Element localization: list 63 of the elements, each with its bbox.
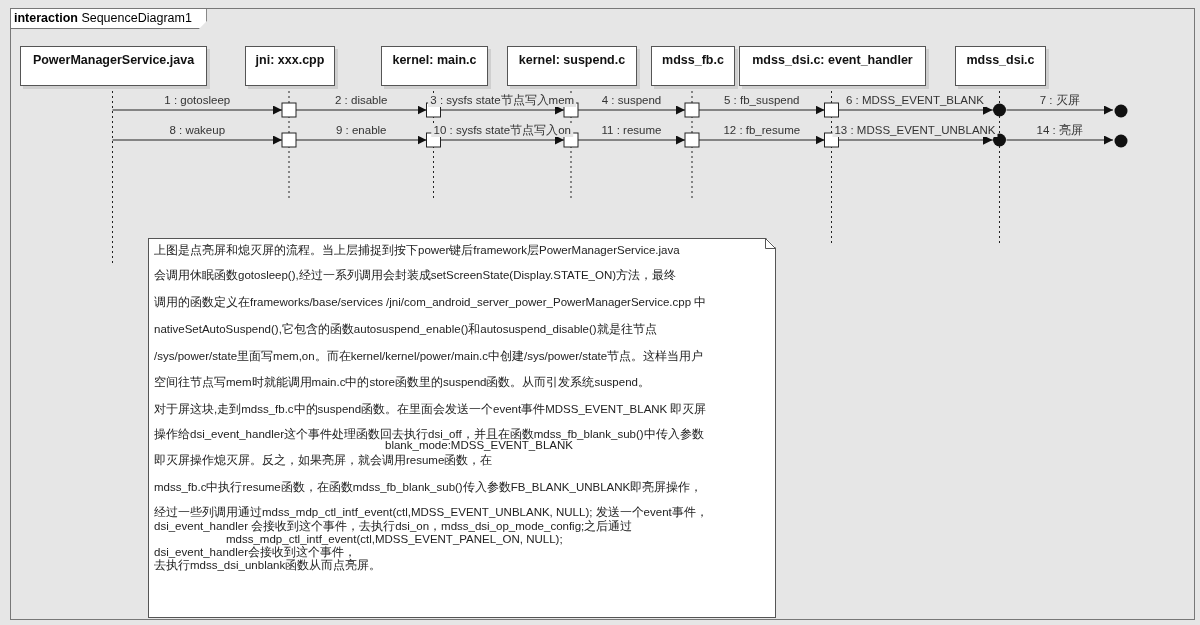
- note-text: 调用的函数定义在frameworks/base/services /jni/com_android_server_power_PowerManagerService.cpp 中: [154, 296, 707, 309]
- lifeline-head: [20, 46, 207, 86]
- end-point: [1114, 104, 1128, 118]
- message-arrow: [837, 133, 1006, 147]
- message-arrow: [837, 103, 1006, 117]
- frame: [10, 8, 1195, 620]
- note-text: /sys/power/state里面写mem,on。而在kernel/kernel/power/main.c中创建/sys/power/state节点。这样当用户: [154, 350, 704, 363]
- note-text: 去执行mdss_dsi_unblank函数从而点亮屏。: [154, 559, 382, 572]
- lifeline-title: mdss_fb.c: [661, 53, 725, 67]
- lifeline-head: [739, 46, 926, 86]
- edge-label: 8 : wakeup: [167, 124, 228, 137]
- message-arrow: [439, 105, 565, 115]
- message-arrow: [698, 105, 826, 115]
- message-arrow: [1005, 135, 1114, 145]
- lifeline-title: jni: xxx.cpp: [254, 53, 326, 67]
- message-arrow: [295, 135, 428, 145]
- note-text: dsi_event_handler 会接收到这个事件，去执行dsi_on，mdss_dsi_op_mode_config;之后通过: [154, 520, 633, 533]
- edge-label: 11 : resume: [599, 124, 664, 137]
- message-arrow: [111, 135, 283, 145]
- message-arrow: [577, 105, 686, 115]
- note-text: 对于屏这块,走到mdss_fb.c中的suspend函数。在里面会发送一个event事件MDSS_EVENT_BLANK 即灭屏: [154, 403, 707, 416]
- message-arrow: [577, 135, 686, 145]
- note-text: blank_mode:MDSS_EVENT_BLANK: [385, 439, 573, 452]
- lifeline-head: [651, 46, 735, 86]
- edge-label: 7 : 灭屏: [1037, 94, 1082, 107]
- edge-label: 4 : suspend: [599, 94, 664, 107]
- edge-label: 3 : sysfs state节点写入mem: [428, 94, 577, 107]
- note-text: mdss_mdp_ctl_intf_event(ctl,MDSS_EVENT_PANEL_ON, NULL);: [226, 533, 563, 546]
- edge-label: 13 : MDSS_EVENT_UNBLANK: [832, 124, 998, 137]
- lifeline-title: mdss_dsi.c: event_handler: [751, 53, 914, 67]
- edge-label: 2 : disable: [333, 94, 390, 107]
- note-text: mdss_fb.c中执行resume函数，在函数mdss_fb_blank_sub()传入参数FB_BLANK_UNBLANK即亮屏操作，: [154, 481, 703, 494]
- message-arrow: [698, 135, 826, 145]
- lifeline-head: [245, 46, 335, 86]
- note-text: 经过一些列调用通过mdss_mdp_ctl_intf_event(ctl,MDSS_EVENT_UNBLANK, NULL); 发送一个event事件，: [154, 506, 708, 519]
- frame-title: interaction SequenceDiagram1: [11, 9, 207, 29]
- note: [148, 238, 776, 618]
- edge-label: 6 : MDSS_EVENT_BLANK: [843, 94, 987, 107]
- lifeline-title: kernel: suspend.c: [517, 53, 627, 67]
- lifeline-title: mdss_dsi.c: [965, 53, 1036, 67]
- note-text: 上图是点亮屏和熄灭屏的流程。当上层捕捉到按下power键后framework层PowerManagerService.java: [154, 244, 680, 257]
- note-text: 即灭屏操作熄灭屏。反之，如果亮屏，就会调用resume函数，在: [154, 454, 493, 467]
- lifeline-head: [507, 46, 637, 86]
- edge-label: 12 : fb_resume: [721, 124, 803, 137]
- lifeline-head: [381, 46, 488, 86]
- edge-label: 1 : gotosleep: [162, 94, 233, 107]
- note-text: nativeSetAutoSuspend(),它包含的函数autosuspend_enable()和autosuspend_disable()就是往节点: [154, 323, 657, 336]
- edge-label: 10 : sysfs state节点写入on: [431, 124, 573, 137]
- end-point: [1114, 134, 1128, 148]
- message-arrow: [1005, 105, 1114, 115]
- note-text: 会调用休眠函数gotosleep(),经过一系列调用会封装成setScreenState(Display.STATE_ON)方法，最终: [154, 269, 677, 282]
- note-text: 空间往节点写mem时就能调用main.c中的store函数里的suspend函数。从而引发系统suspend。: [154, 376, 650, 389]
- note-text: 操作给dsi_event_handler这个事件处理函数回去执行dsi_off，并且在函数mdss_fb_blank_sub()中传入参数: [154, 428, 704, 441]
- lifeline-title: kernel: main.c: [391, 53, 478, 67]
- edge-label: 14 : 亮屏: [1034, 124, 1085, 137]
- message-arrow: [111, 105, 283, 115]
- message-arrow: [439, 135, 565, 145]
- note-text: dsi_event_handler会接收到这个事件，: [154, 546, 356, 559]
- lifeline-title: PowerManagerService.java: [31, 53, 196, 67]
- message-arrow: [295, 105, 428, 115]
- edge-label: 9 : enable: [334, 124, 389, 137]
- lifeline-head: [955, 46, 1046, 86]
- edge-label: 5 : fb_suspend: [722, 94, 802, 107]
